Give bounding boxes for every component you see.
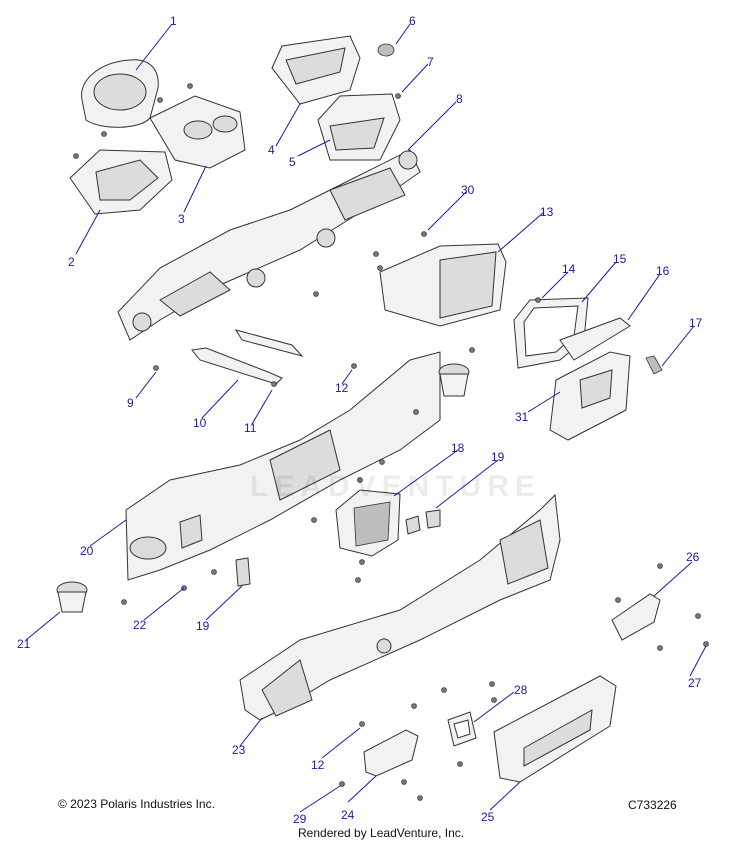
callout-5: 5	[289, 155, 296, 169]
part-5-storage-box	[317, 93, 401, 161]
callout-10: 10	[193, 416, 207, 430]
callout-27: 27	[688, 676, 702, 690]
part-17-latch	[645, 355, 663, 375]
part-1-instrument-bezel	[81, 59, 159, 128]
part-6-knob	[377, 43, 395, 57]
callout-3: 3	[178, 212, 185, 226]
part-23-lower-frame	[239, 493, 561, 721]
part-24-grille	[363, 729, 419, 777]
callout-6: 6	[409, 14, 416, 28]
fasteners	[73, 83, 709, 801]
copyright-text: © 2023 Polaris Industries Inc.	[58, 797, 215, 811]
callout-12: 12	[335, 381, 349, 395]
part-18-vent-panel	[335, 489, 401, 557]
callout-4: 4	[268, 143, 275, 157]
part-31-glove-door	[549, 351, 631, 441]
callout-29: 29	[293, 812, 307, 826]
callout-2: 2	[68, 255, 75, 269]
callout-19a: 19	[491, 450, 505, 464]
callout-16: 16	[656, 264, 670, 278]
callout-17: 17	[689, 316, 703, 330]
part-28-vent-duct	[447, 711, 477, 747]
callout-9: 9	[127, 396, 134, 410]
part-8-dash-upper	[117, 149, 421, 341]
callout-18: 18	[451, 441, 465, 455]
diagram-code: C733226	[628, 798, 677, 812]
part-19-clips	[235, 509, 441, 587]
part-25-lower-panel	[493, 675, 617, 783]
callout-15: 15	[613, 252, 627, 266]
callout-8: 8	[456, 92, 463, 106]
part-3-cup-holder-panel	[149, 95, 246, 169]
callout-21: 21	[17, 637, 31, 651]
callout-24: 24	[341, 808, 355, 822]
callout-14: 14	[562, 262, 576, 276]
part-20-lower-dash	[125, 351, 441, 581]
callout-11: 11	[244, 421, 257, 435]
watermark: LEADVENTURE	[250, 470, 542, 503]
callout-31: 31	[515, 410, 529, 424]
callout-25: 25	[481, 810, 495, 824]
callout-22: 22	[133, 618, 147, 632]
part-2-cluster-housing	[69, 149, 173, 215]
part-10-bracket	[191, 329, 304, 385]
callout-23: 23	[232, 743, 246, 757]
callout-28: 28	[514, 683, 528, 697]
part-16-trim-strip	[559, 317, 631, 361]
rendered-by-text: Rendered by LeadVenture, Inc.	[298, 826, 465, 840]
part-26-small-grille	[611, 593, 661, 641]
part-13-display-housing	[379, 243, 507, 327]
callout-26: 26	[686, 550, 700, 564]
leader-lines	[25, 23, 707, 813]
callout-13: 13	[540, 205, 554, 219]
callout-19b: 19	[196, 619, 210, 633]
callout-30: 30	[461, 183, 475, 197]
part-4-upper-panel	[271, 35, 361, 105]
callout-20: 20	[80, 544, 94, 558]
callout-7: 7	[427, 55, 434, 69]
part-21-cup-holder	[56, 581, 88, 613]
callout-1: 1	[170, 14, 177, 28]
part-cup-holder-upper	[438, 363, 470, 397]
callout-12b: 12	[311, 758, 325, 772]
